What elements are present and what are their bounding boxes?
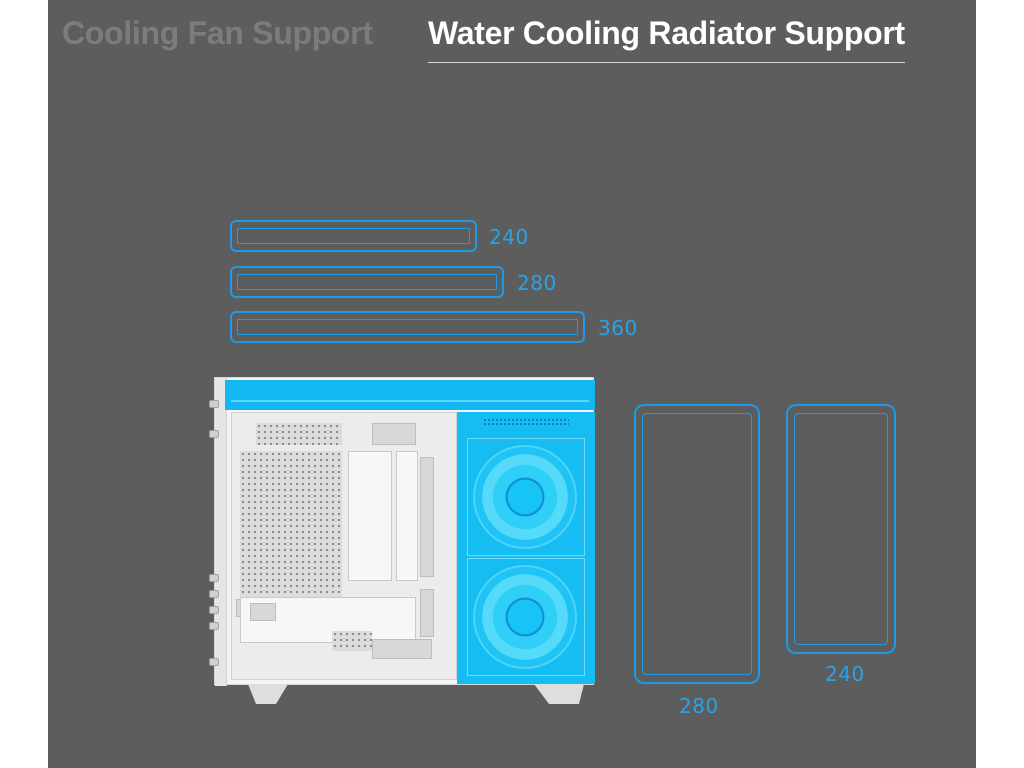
case-interior — [231, 412, 457, 680]
top-radiator-mount — [225, 380, 595, 410]
radiator-240-label: 240 — [489, 225, 529, 249]
fan-icon — [473, 565, 577, 669]
radiator-240-side — [786, 404, 896, 654]
content-panel: Cooling Fan Support Water Cooling Radiat… — [48, 0, 976, 768]
radiator-280-top — [230, 266, 504, 298]
tab-water-cooling-radiator-support[interactable]: Water Cooling Radiator Support — [428, 15, 905, 63]
radiator-360-top — [230, 311, 585, 343]
pc-case-illustration — [209, 377, 595, 707]
radiator-280-side-label: 280 — [679, 694, 719, 718]
tab-cooling-fan-support[interactable]: Cooling Fan Support — [62, 15, 373, 51]
radiator-240-top — [230, 220, 477, 252]
radiator-240-side-label: 240 — [825, 662, 865, 686]
radiator-360-label: 360 — [598, 316, 638, 340]
radiator-280-side — [634, 404, 760, 684]
fan-icon — [473, 445, 577, 549]
radiator-280-label: 280 — [517, 271, 557, 295]
front-radiator-mount — [457, 412, 595, 684]
